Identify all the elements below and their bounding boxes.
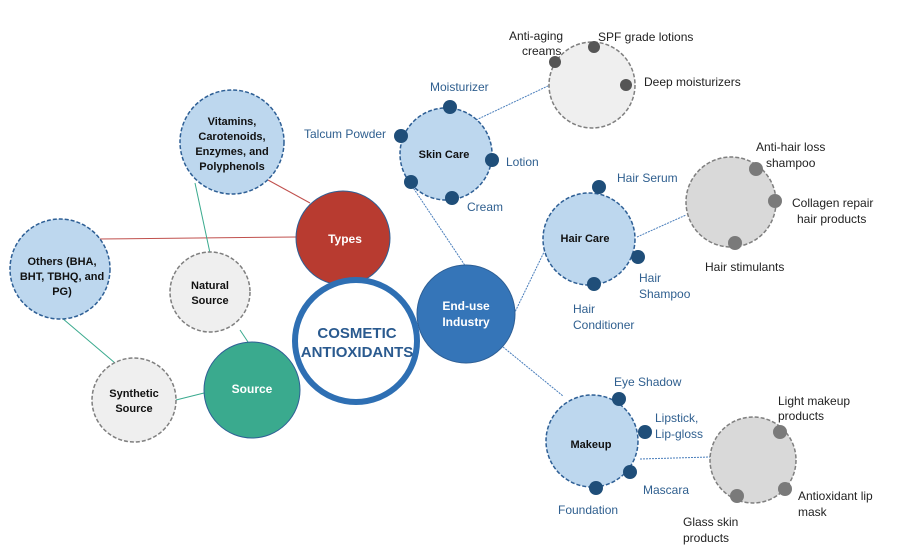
dot-talcum [394, 129, 408, 143]
node-synthetic-source[interactable]: Synthetic Source [91, 357, 177, 443]
others-line-1: Others (BHA, [27, 256, 96, 268]
hair-care-label: Hair Care [561, 233, 610, 245]
connector-enduse-haircare [513, 249, 546, 315]
node-makeup-sub[interactable] [709, 416, 797, 504]
others-line-2: BHT, TBHQ, and [20, 271, 104, 283]
dot-eye-shadow [612, 392, 626, 406]
node-skin-care[interactable]: Skin Care [394, 100, 499, 205]
label-lip-mask-1: Antioxidant lip [798, 489, 873, 503]
center-line-2: ANTIOXIDANTS [301, 344, 414, 361]
others-line-3: PG) [52, 286, 72, 298]
dot-mascara [623, 465, 637, 479]
connector-types-vitamins [267, 179, 311, 204]
connectors [61, 84, 711, 460]
node-skin-sub[interactable] [548, 41, 636, 129]
end-use-line-2: Industry [442, 315, 490, 329]
center-line-1: COSMETIC [317, 325, 396, 342]
node-hair-sub[interactable] [685, 156, 782, 250]
node-natural-source[interactable]: Natural Source [169, 251, 251, 333]
skin-care-label: Skin Care [419, 149, 470, 161]
types-label: Types [328, 232, 362, 246]
label-lipstick-2: Lip-gloss [655, 427, 703, 441]
dot-hair-conditioner [587, 277, 601, 291]
vitamins-line-4: Polyphenols [199, 161, 264, 173]
vitamins-line-3: Enzymes, and [195, 146, 268, 158]
connector-synthetic-source [175, 392, 205, 401]
dot-lotion [485, 153, 499, 167]
dot-glass-skin [730, 489, 744, 503]
synthetic-line-2: Source [115, 403, 152, 415]
label-eye-shadow: Eye Shadow [614, 375, 682, 389]
label-spf: SPF grade lotions [598, 30, 693, 44]
natural-line-2: Source [191, 295, 228, 307]
dot-deep [620, 79, 632, 91]
node-types[interactable]: Types [295, 190, 391, 286]
label-light-makeup-2: products [778, 409, 824, 423]
label-cream: Cream [467, 200, 503, 214]
label-hair-serum: Hair Serum [617, 171, 678, 185]
connector-skincare-enduse [411, 185, 467, 268]
label-hair-conditioner-1: Hair [573, 302, 595, 316]
label-moisturizer: Moisturizer [430, 80, 489, 94]
label-talcum: Talcum Powder [304, 127, 386, 141]
dot-moisturizer [443, 100, 457, 114]
node-others[interactable]: Others (BHA, BHT, TBHQ, and PG) [9, 218, 111, 320]
connector-types-others [97, 236, 298, 240]
label-hair-conditioner-2: Conditioner [573, 318, 634, 332]
connector-others-synthetic [61, 317, 116, 364]
label-anti-aging-1: Anti-aging [509, 29, 563, 43]
dot-lip-mask [778, 482, 792, 496]
label-collagen-1: Collagen repair [792, 196, 873, 210]
end-use-line-1: End-use [442, 299, 490, 313]
connector-skincare-sub [475, 84, 551, 121]
node-end-use[interactable]: End-use Industry [416, 264, 516, 364]
synthetic-line-1: Synthetic [109, 388, 159, 400]
label-anti-hair-loss-1: Anti-hair loss [756, 140, 825, 154]
dot-light-makeup [773, 425, 787, 439]
node-makeup[interactable]: Makeup [545, 392, 652, 495]
label-glass-skin-2: products [683, 531, 729, 545]
dot-anti-hair-loss [749, 162, 763, 176]
connector-makeup-sub [639, 456, 711, 460]
label-deep: Deep moisturizers [644, 75, 741, 89]
label-glass-skin-1: Glass skin [683, 515, 738, 529]
connector-vitamins-natural [194, 182, 211, 254]
label-anti-aging-2: creams [522, 44, 561, 58]
label-anti-hair-loss-2: shampoo [766, 156, 816, 170]
node-center[interactable]: COSMETIC ANTIOXIDANTS [292, 277, 420, 405]
dot-hair-serum [592, 180, 606, 194]
dot-foundation [589, 481, 603, 495]
dot-anti-aging [549, 56, 561, 68]
label-light-makeup-1: Light makeup [778, 394, 850, 408]
label-lip-mask-2: mask [798, 505, 828, 519]
label-hair-stimulants: Hair stimulants [705, 260, 784, 274]
dot-collagen [768, 194, 782, 208]
dot-hair-shampoo [631, 250, 645, 264]
dot-spf [588, 41, 600, 53]
dot-lipstick [638, 425, 652, 439]
label-lotion: Lotion [506, 155, 539, 169]
connector-haircare-sub [636, 214, 687, 238]
source-label: Source [232, 382, 273, 396]
label-collagen-2: hair products [797, 212, 866, 226]
label-foundation: Foundation [558, 503, 618, 517]
dot-skin-enduse [404, 175, 418, 189]
node-hair-care[interactable]: Hair Care [542, 180, 645, 291]
label-lipstick-1: Lipstick, [655, 411, 698, 425]
node-source[interactable]: Source [203, 341, 301, 439]
node-vitamins[interactable]: Vitamins, Carotenoids, Enzymes, and Poly… [179, 89, 285, 195]
label-hair-shampoo-2: Shampoo [639, 287, 691, 301]
natural-line-1: Natural [191, 280, 229, 292]
label-hair-shampoo-1: Hair [639, 271, 661, 285]
vitamins-line-2: Carotenoids, [198, 131, 265, 143]
dot-cream [445, 191, 459, 205]
connector-enduse-makeup [502, 346, 564, 397]
dot-hair-stimulants [728, 236, 742, 250]
makeup-label: Makeup [571, 439, 612, 451]
vitamins-line-1: Vitamins, [208, 116, 257, 128]
label-mascara: Mascara [643, 483, 689, 497]
